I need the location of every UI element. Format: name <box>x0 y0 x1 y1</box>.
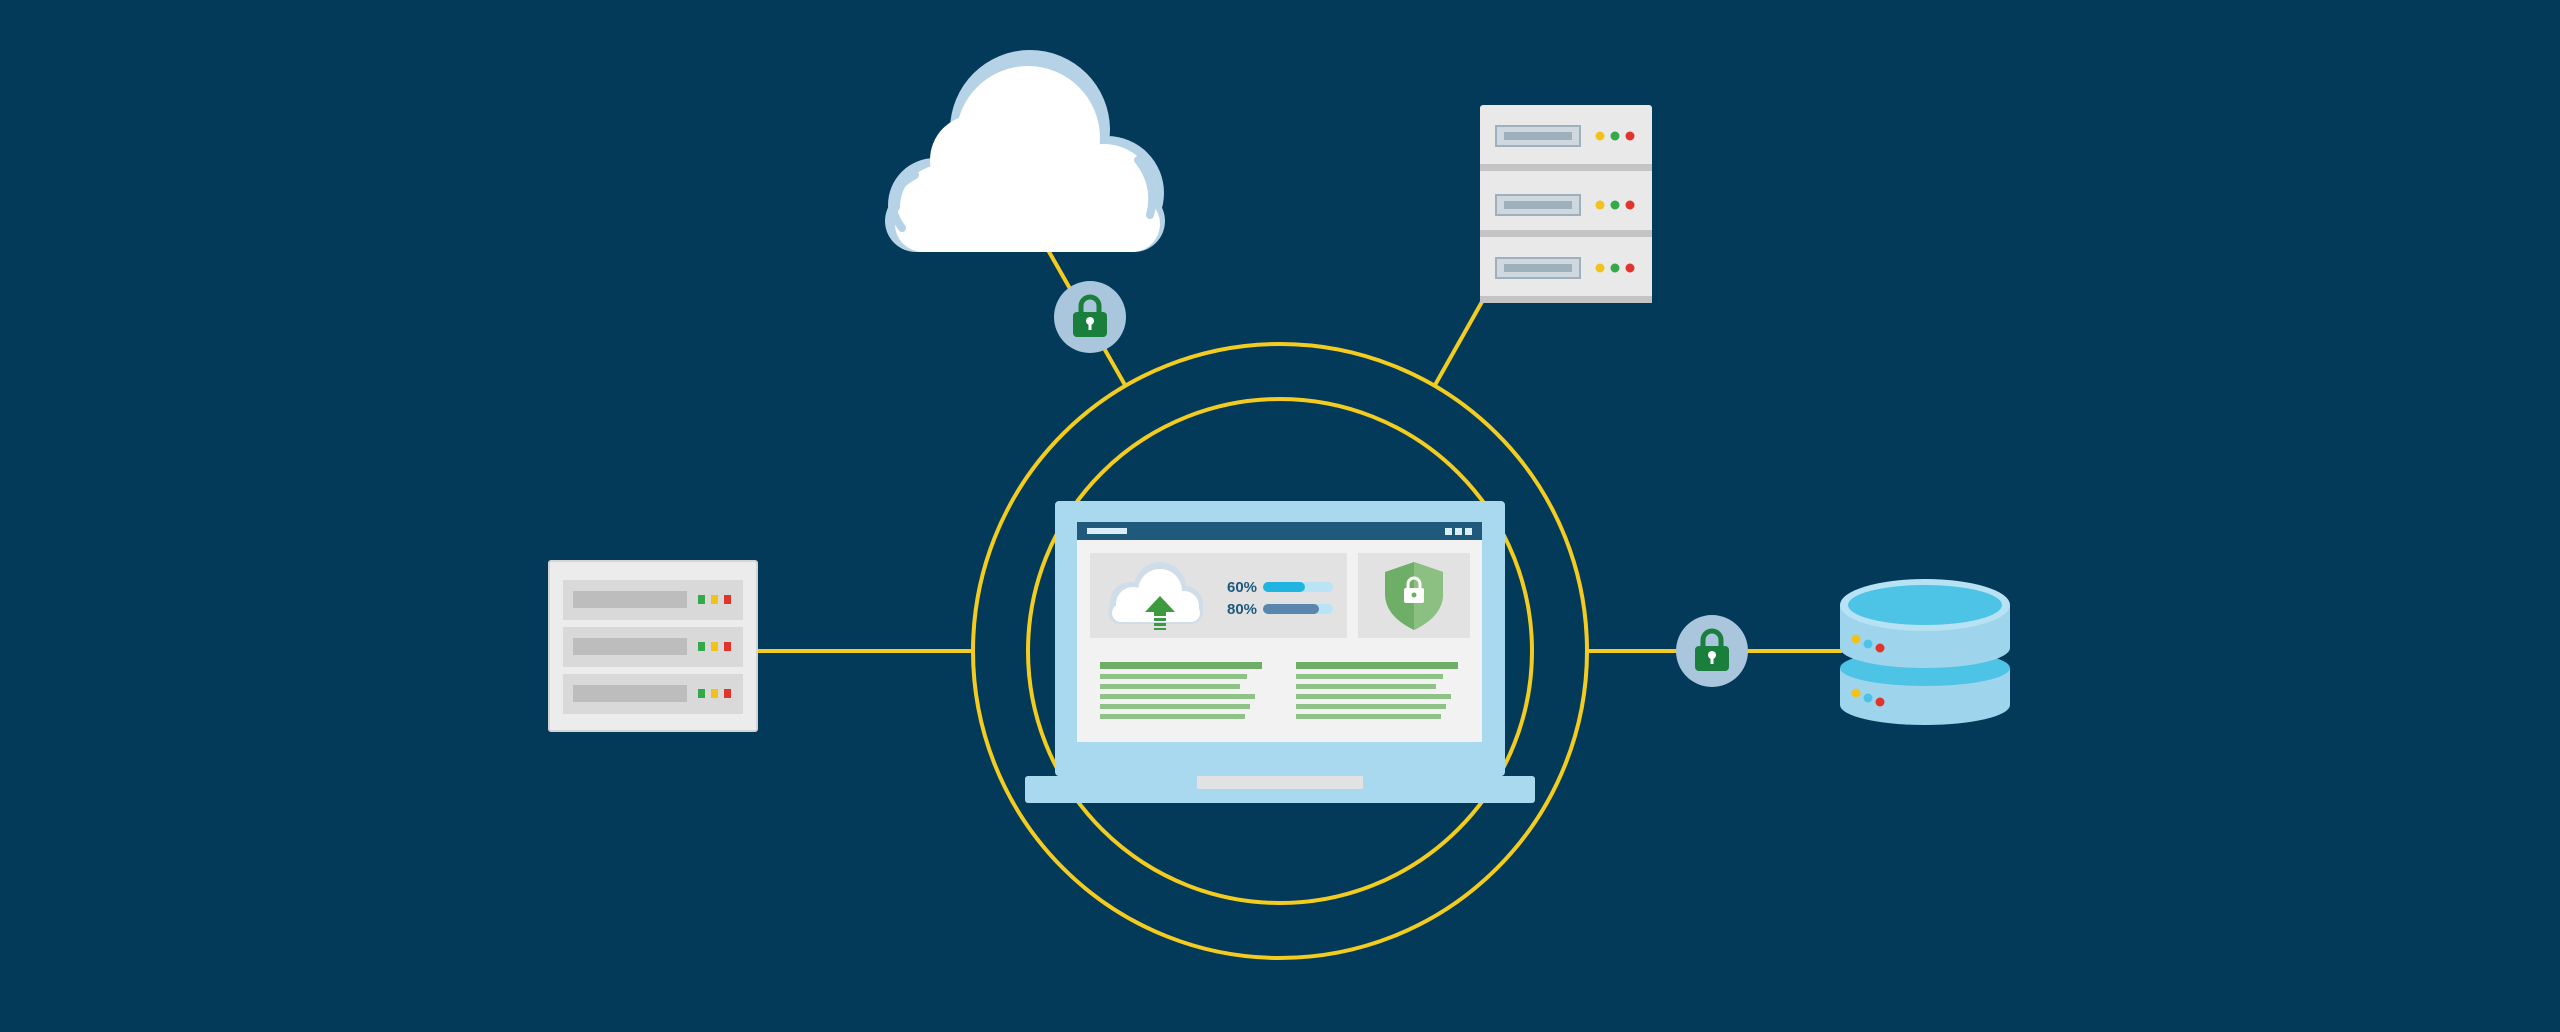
server-unit <box>1495 257 1635 279</box>
secondary-progress-label: 80% <box>1227 601 1257 618</box>
server-unit <box>1495 194 1635 216</box>
laptop-trackpad-notch <box>1197 776 1363 789</box>
padlock-icon <box>1054 281 1126 353</box>
window-titlebar <box>1077 522 1482 540</box>
server-unit <box>1495 125 1635 147</box>
cloud-icon <box>885 50 1165 252</box>
laptop-icon: 60% 80% <box>1025 501 1535 803</box>
laptop-base <box>1025 776 1535 803</box>
content-lines-left <box>1100 662 1262 719</box>
inner-ring <box>1026 397 1534 905</box>
cloud-upload-icon <box>1108 562 1203 630</box>
outer-ring <box>971 342 1589 960</box>
upload-progress-fill <box>1263 582 1305 592</box>
database-icon <box>1840 579 2010 725</box>
shield-lock-icon <box>1385 562 1443 630</box>
server-unit <box>563 580 743 620</box>
server-unit <box>563 674 743 714</box>
server-rack-icon <box>1480 105 1652 303</box>
secondary-progress-fill <box>1263 604 1319 614</box>
content-lines-right <box>1296 662 1458 719</box>
padlock-icon <box>1676 615 1748 687</box>
upload-progress-label: 60% <box>1227 579 1257 596</box>
connector-top-server <box>1433 299 1485 386</box>
server-rack-icon <box>548 560 758 732</box>
server-unit <box>563 627 743 667</box>
